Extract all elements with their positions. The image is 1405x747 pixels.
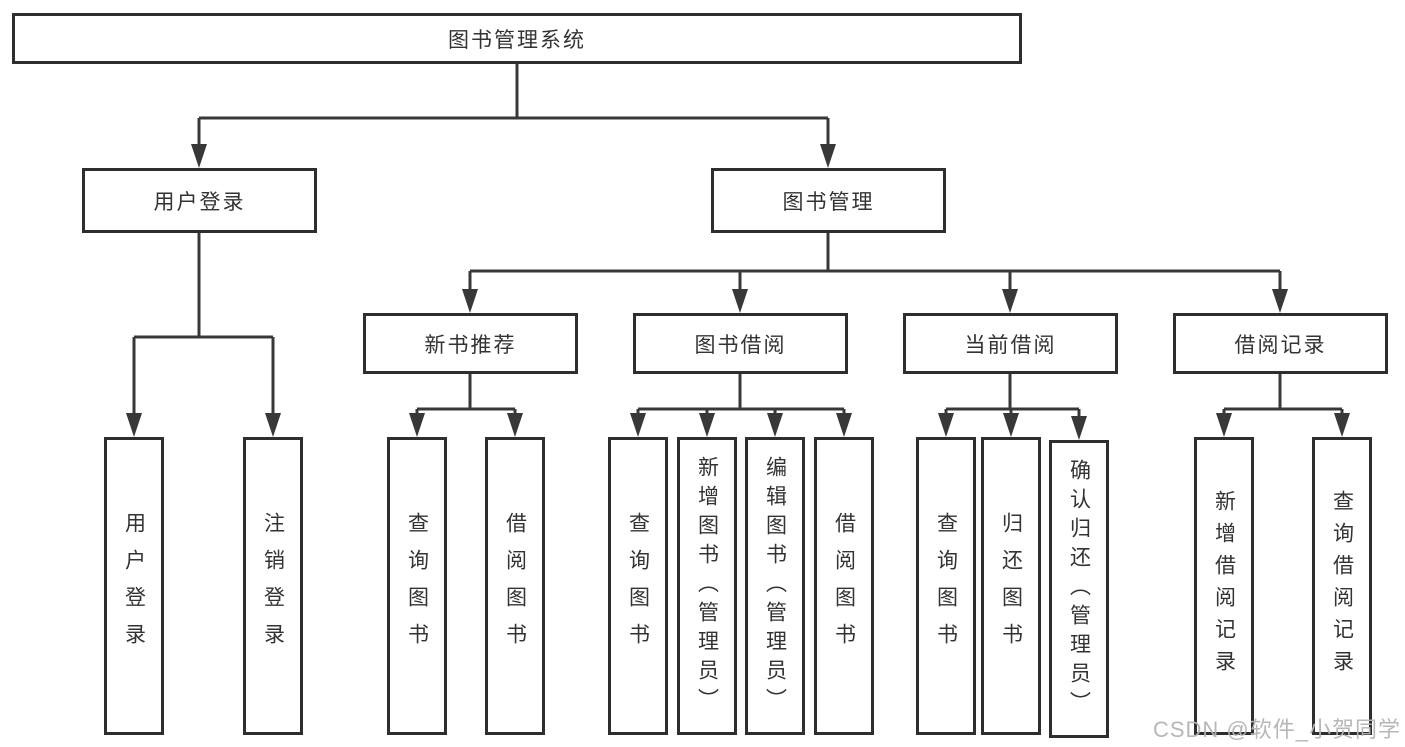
leaf-label: 注销登录 bbox=[261, 512, 285, 660]
node-book-borrow: 图书借阅 bbox=[633, 313, 848, 374]
leaf-label: 查询图书 bbox=[626, 512, 650, 660]
leaf-label: 编辑图书（管理员） bbox=[763, 455, 787, 717]
leaf-label: 查询借阅记录 bbox=[1330, 490, 1354, 682]
leaf-borrow-query-books: 查询图书 bbox=[608, 437, 668, 735]
leaf-label: 查询图书 bbox=[934, 512, 958, 660]
node-label: 新书推荐 bbox=[424, 333, 517, 357]
node-label: 图书管理 bbox=[782, 190, 875, 214]
node-new-book-recommend: 新书推荐 bbox=[363, 313, 578, 374]
node-label: 借阅记录 bbox=[1234, 333, 1327, 357]
leaf-label: 用户登录 bbox=[122, 512, 146, 660]
leaf-label: 借阅图书 bbox=[503, 512, 527, 660]
leaf-label: 查询图书 bbox=[405, 512, 429, 660]
leaf-label: 新增图书（管理员） bbox=[695, 455, 719, 717]
leaf-user-login: 用户登录 bbox=[104, 437, 164, 735]
node-label: 图书借阅 bbox=[694, 333, 787, 357]
leaf-borrow-borrow-books: 借阅图书 bbox=[814, 437, 874, 735]
csdn-watermark: CSDN @软件_小贺同学 bbox=[1152, 717, 1401, 742]
edges-user-login bbox=[126, 233, 281, 437]
leaf-label: 归还图书 bbox=[999, 512, 1023, 660]
leaf-recommend-borrow-books: 借阅图书 bbox=[485, 437, 545, 735]
node-label: 图书管理系统 bbox=[448, 28, 586, 52]
leaf-borrow-add-books-admin: 新增图书（管理员） bbox=[677, 437, 737, 735]
node-library-system: 图书管理系统 bbox=[12, 13, 1022, 64]
node-label: 当前借阅 bbox=[964, 333, 1057, 357]
leaf-label: 借阅图书 bbox=[832, 512, 856, 660]
node-current-borrow: 当前借阅 bbox=[903, 313, 1118, 374]
leaf-logout: 注销登录 bbox=[243, 437, 303, 735]
edges-book-management bbox=[462, 233, 1288, 313]
edges-book-borrow bbox=[630, 374, 852, 437]
leaf-borrow-edit-books-admin: 编辑图书（管理员） bbox=[745, 437, 805, 735]
leaf-recommend-query-books: 查询图书 bbox=[387, 437, 447, 735]
leaf-records-add-record: 新增借阅记录 bbox=[1194, 437, 1254, 735]
node-user-login: 用户登录 bbox=[82, 168, 317, 233]
node-borrow-records: 借阅记录 bbox=[1173, 313, 1388, 374]
edges-new-book-recommend bbox=[409, 374, 523, 437]
leaf-current-return-books: 归还图书 bbox=[981, 437, 1041, 735]
leaf-current-confirm-return-admin: 确认归还（管理员） bbox=[1049, 440, 1109, 738]
leaf-records-query-record: 查询借阅记录 bbox=[1312, 437, 1372, 735]
leaf-label: 确认归还（管理员） bbox=[1067, 458, 1091, 720]
leaf-current-query-books: 查询图书 bbox=[916, 437, 976, 735]
node-label: 用户登录 bbox=[153, 190, 246, 214]
node-book-management: 图书管理 bbox=[711, 168, 946, 233]
edges-root bbox=[191, 64, 836, 168]
edges-borrow-records bbox=[1216, 374, 1350, 437]
leaf-label: 新增借阅记录 bbox=[1212, 490, 1236, 682]
edges-current-borrow bbox=[938, 374, 1087, 440]
